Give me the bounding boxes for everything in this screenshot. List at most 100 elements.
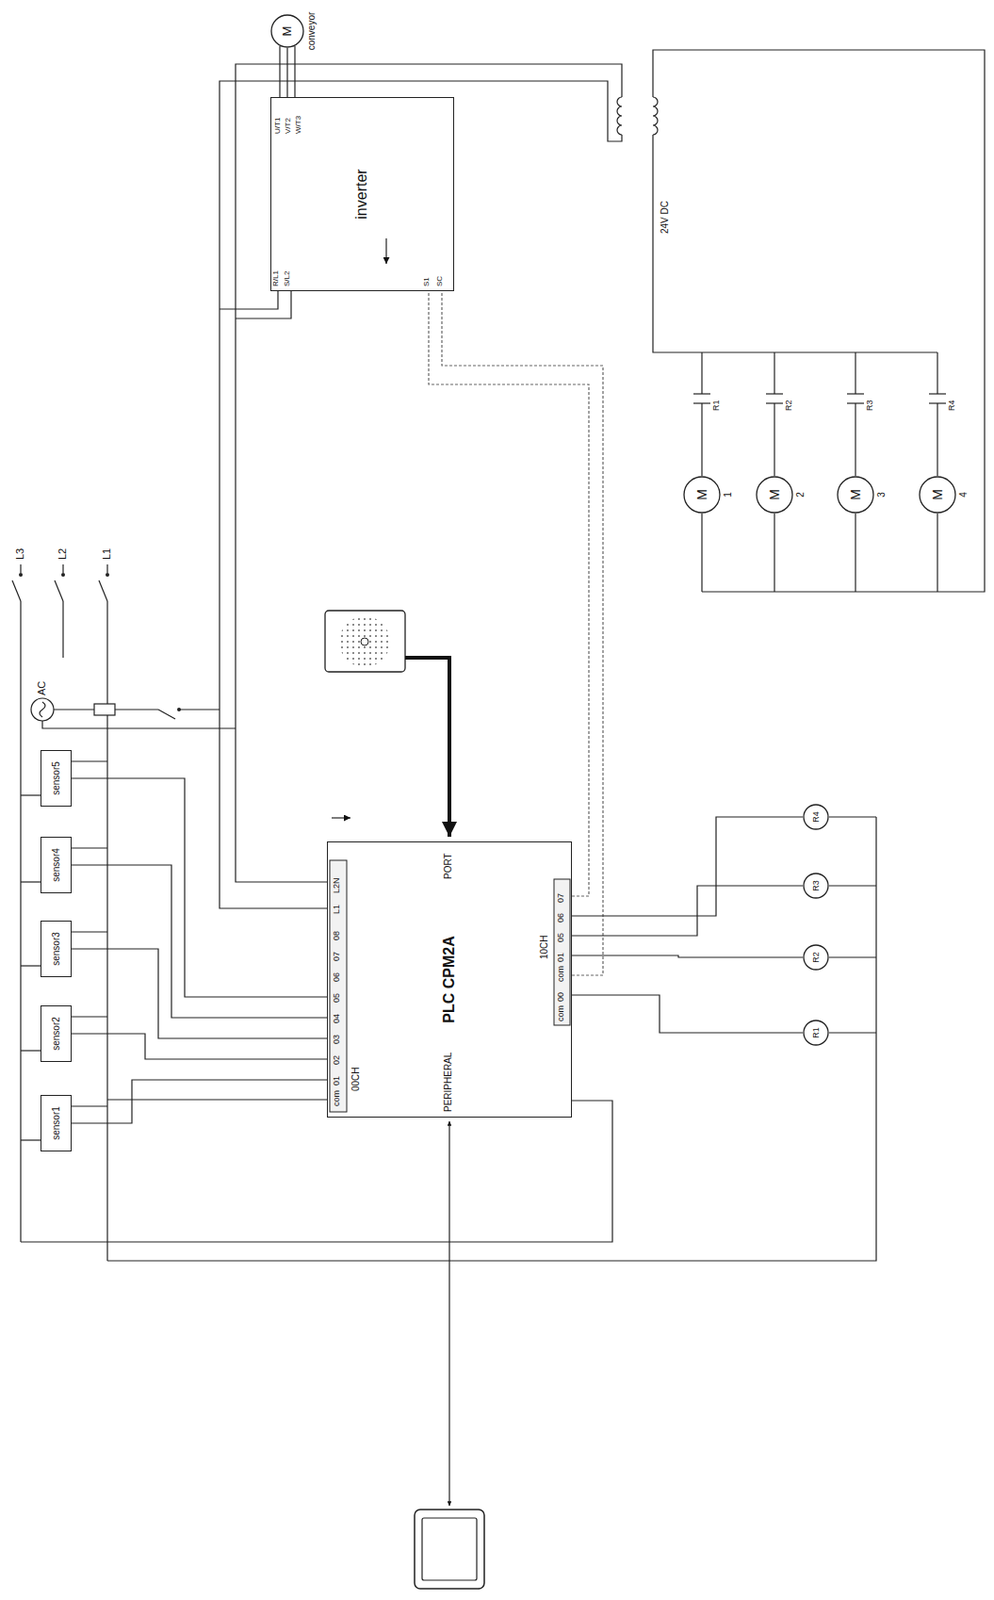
circle-outline: [756, 476, 793, 513]
circle-outline: [919, 476, 956, 513]
node-label: M: [918, 475, 957, 514]
wire: [20, 880, 41, 882]
terminal-label: 07: [556, 893, 567, 903]
transformer-winding: [652, 97, 658, 135]
wire: [278, 46, 280, 98]
wire-connector: [571, 955, 803, 958]
node-label: sensor4: [50, 847, 63, 882]
node-label: R2: [802, 944, 830, 971]
node-label: sensor5: [50, 761, 63, 796]
contact-symbol: [765, 402, 783, 404]
wire-connector: [71, 864, 327, 1018]
wire: [71, 847, 108, 848]
node-label: R4: [802, 803, 830, 831]
terminal-label: U/T1: [274, 117, 283, 134]
wire-connector: [571, 994, 803, 1033]
switch-symbol: [12, 580, 21, 602]
switch-symbol: [158, 709, 176, 719]
relay-contact-label: R2: [784, 399, 795, 411]
wire: [42, 720, 236, 729]
wire: [71, 1105, 108, 1107]
channel-label: 10CH: [538, 934, 550, 960]
transformer-winding: [617, 97, 622, 135]
signal-arrow: [331, 816, 351, 818]
circle-outline: [803, 945, 829, 970]
ac-source-symbol: [39, 701, 46, 717]
phase-label: L2: [56, 548, 68, 560]
wire: [179, 708, 220, 710]
terminal-label: SC: [436, 276, 445, 287]
port-label: PERIPHERAL: [442, 1052, 454, 1112]
terminal-label: 05: [556, 932, 567, 943]
wire: [62, 564, 64, 573]
terminal-label: 03: [332, 1034, 343, 1044]
relay-coil: R3: [802, 872, 830, 899]
terminal-label: 01: [556, 952, 567, 962]
wire: [829, 815, 877, 817]
wire-connector: [441, 291, 603, 976]
wire-connector: [71, 1033, 327, 1060]
voltage-label: 24V DC: [659, 200, 670, 234]
circle-outline: [684, 476, 720, 513]
terminal-label: 05: [332, 993, 343, 1003]
wire: [700, 403, 702, 476]
touch-panel-screen: [422, 1517, 477, 1581]
fuse-symbol: [94, 703, 115, 716]
wire: [700, 513, 702, 592]
wire: [219, 291, 278, 310]
contact-symbol: [928, 402, 946, 404]
wire: [235, 291, 292, 319]
terminal-label: W/T3: [294, 115, 304, 134]
wire: [700, 352, 702, 394]
wire: [936, 403, 938, 476]
wire: [107, 1098, 327, 1100]
wire-connector: [71, 948, 327, 1039]
node-label: PLC CPM2A: [440, 935, 458, 1023]
circle-outline: [803, 804, 829, 830]
sensor-box: sensor2: [40, 1005, 72, 1062]
terminal-label: 01: [332, 1075, 343, 1086]
wire: [235, 64, 622, 882]
terminal-label: 08: [332, 930, 343, 941]
node-label: M: [270, 14, 305, 49]
wire: [854, 352, 856, 394]
terminal-label: L2N: [332, 877, 343, 894]
terminal-label: com: [556, 1005, 567, 1022]
wire: [854, 403, 856, 476]
terminal-label: com: [556, 965, 567, 982]
node-caption: 2: [795, 491, 807, 498]
node-label: R1: [802, 1019, 830, 1046]
terminal-label: 06: [332, 972, 343, 982]
switch-symbol: [54, 580, 64, 602]
warning-device-grille: [339, 616, 391, 668]
wire: [829, 1031, 877, 1033]
wire: [773, 403, 775, 476]
terminal-label: S/L2: [283, 271, 293, 287]
phase-label: L3: [14, 548, 26, 560]
wire: [20, 1100, 613, 1242]
warning-device-icon: [325, 610, 406, 672]
terminal-label: 04: [332, 1013, 343, 1024]
touch-panel-icon: [414, 1509, 485, 1589]
sensor-box: sensor5: [40, 749, 72, 807]
serial-link-arrow: [448, 1121, 450, 1506]
relay-coil: R1: [802, 1019, 830, 1046]
wire: [71, 760, 108, 762]
motor-symbol: M3: [836, 475, 875, 514]
wire: [71, 930, 108, 932]
wire-connector: [286, 48, 288, 98]
port-label: PORT: [442, 852, 454, 880]
wire: [773, 352, 775, 394]
node-label: inverter: [353, 168, 371, 219]
contact-symbol: [847, 402, 864, 404]
node-caption: 1: [722, 491, 734, 498]
wire: [71, 1015, 108, 1017]
wire: [829, 884, 877, 886]
motor-symbol: M4: [918, 475, 957, 514]
source-label: AC: [35, 681, 48, 696]
wire: [219, 81, 622, 909]
circle-outline: [803, 1020, 829, 1045]
